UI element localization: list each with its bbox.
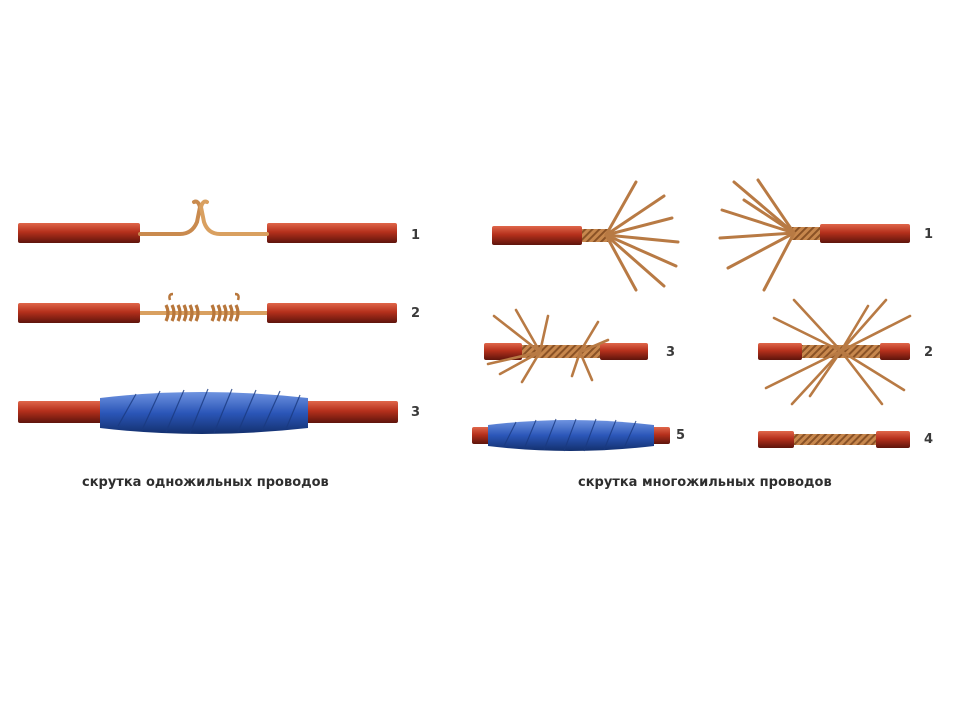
wire-insulation-right bbox=[880, 343, 910, 360]
wire-insulation-right bbox=[876, 431, 910, 448]
stranded-step-3 bbox=[484, 308, 648, 384]
wire-insulation-right bbox=[267, 223, 397, 243]
wire-insulation-right bbox=[290, 401, 398, 423]
step-label-stranded-4: 4 bbox=[924, 432, 934, 447]
solid-step-3 bbox=[18, 388, 398, 434]
copper-core-left bbox=[138, 199, 203, 236]
wire-insulation-right bbox=[600, 343, 648, 360]
solid-step-1 bbox=[18, 199, 397, 243]
step-label-solid-3: 3 bbox=[411, 405, 421, 420]
step-label-solid-1: 1 bbox=[411, 228, 421, 243]
wire-insulation-right bbox=[267, 303, 397, 323]
wire-insulation-left bbox=[484, 343, 522, 360]
wire-insulation-left bbox=[758, 431, 794, 448]
loose-strands bbox=[764, 298, 912, 406]
step-label-stranded-1: 1 bbox=[924, 227, 934, 242]
wire-insulation-left bbox=[18, 303, 140, 323]
stranded-step-2 bbox=[758, 298, 912, 406]
stranded-step-4 bbox=[758, 431, 910, 448]
copper-twist bbox=[164, 292, 240, 322]
step-label-stranded-5: 5 bbox=[676, 428, 686, 443]
stranded-step-1b bbox=[718, 178, 910, 292]
caption-stranded-wires: скрутка многожильных проводов bbox=[578, 475, 832, 490]
twisted-braid bbox=[794, 434, 876, 445]
stripped-braid bbox=[792, 227, 820, 240]
wire-insulation-left bbox=[18, 223, 140, 243]
wire-insulation-left bbox=[18, 401, 120, 423]
insulating-tape bbox=[100, 392, 308, 434]
step-label-solid-2: 2 bbox=[411, 306, 421, 321]
solid-step-2 bbox=[18, 292, 397, 323]
loose-strands bbox=[604, 180, 680, 292]
wire-insulation-left bbox=[758, 343, 802, 360]
tape-wraps bbox=[503, 418, 637, 452]
caption-solid-wires: скрутка одножильных проводов bbox=[82, 475, 329, 490]
copper-core-right bbox=[198, 199, 269, 236]
tape-wraps bbox=[117, 388, 301, 434]
stripped-braid bbox=[582, 229, 608, 242]
wire-insulation bbox=[820, 224, 910, 243]
wire-insulation bbox=[492, 226, 582, 245]
step-label-stranded-3: 3 bbox=[666, 345, 676, 360]
step-label-stranded-2: 2 bbox=[924, 345, 934, 360]
stranded-step-5 bbox=[472, 418, 670, 452]
loose-strands bbox=[718, 178, 796, 292]
stranded-step-1a bbox=[492, 180, 680, 292]
loose-strands bbox=[486, 308, 610, 384]
